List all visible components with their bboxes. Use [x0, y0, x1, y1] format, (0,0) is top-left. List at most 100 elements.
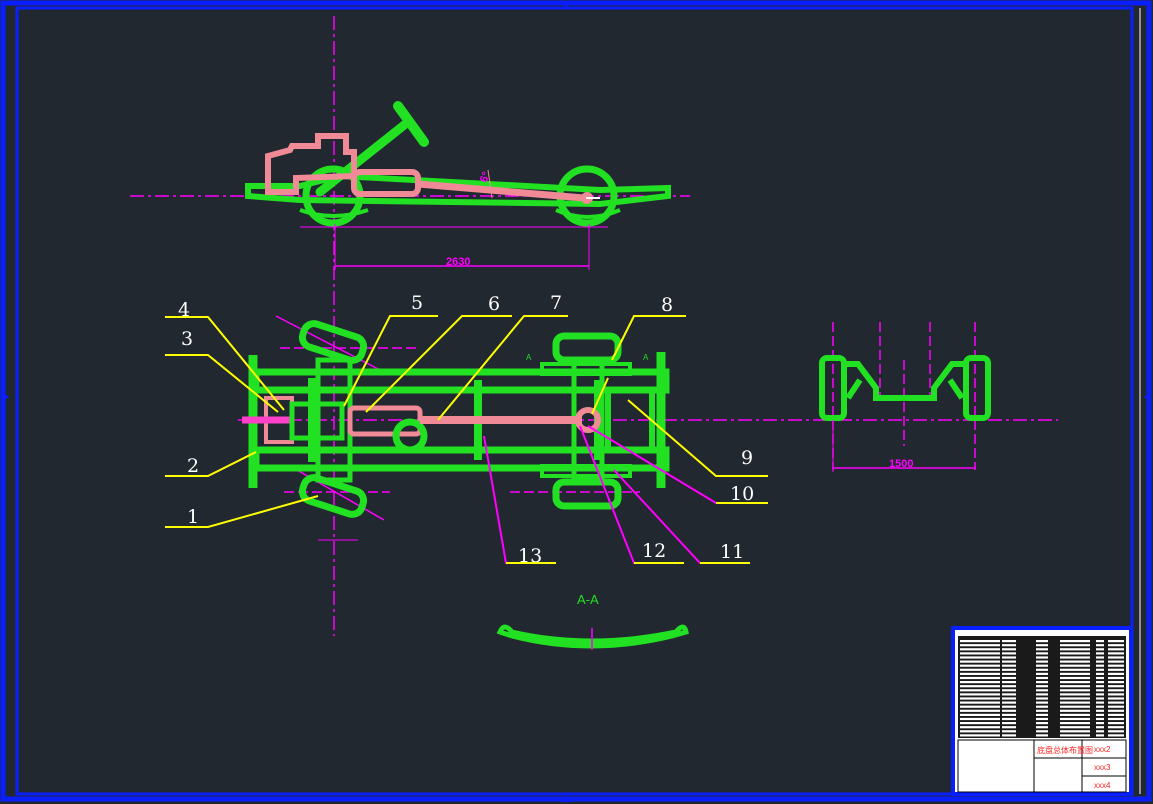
parts-list-cell [1002, 722, 1016, 725]
part-label-4: 4 [178, 299, 190, 321]
parts-list-cell [960, 713, 1000, 716]
parts-list-cell [1096, 722, 1104, 725]
center-mark-right [1144, 392, 1151, 402]
parts-list-cell [1002, 656, 1016, 659]
part-label-3: 3 [181, 328, 193, 350]
wheelbase-dimension: 2630 [446, 256, 470, 268]
parts-list-cell [1060, 713, 1090, 716]
parts-list-cell [1060, 660, 1090, 663]
leader-2 [165, 451, 257, 477]
parts-list-cell [1096, 717, 1104, 721]
parts-list-cell [1060, 648, 1090, 651]
parts-list-cell [1036, 648, 1048, 651]
parts-list-cell [1036, 656, 1048, 659]
front-right-wheel [298, 474, 368, 518]
parts-list-cell [960, 685, 1000, 688]
parts-list-cell [1060, 644, 1090, 647]
parts-list-cell [1096, 713, 1104, 716]
parts-list-cell [960, 726, 1000, 729]
parts-list-rows [960, 640, 1124, 737]
leader-7 [437, 315, 568, 421]
parts-list-cell [1036, 726, 1048, 729]
front-view-left-wheel [819, 355, 847, 421]
rear-spring [555, 208, 621, 219]
parts-list-cell [1108, 722, 1124, 725]
leader-8b [591, 377, 609, 415]
parts-list-cell [1036, 689, 1048, 692]
parts-list-cell [1060, 693, 1090, 696]
parts-list-cell [1060, 717, 1090, 721]
parts-list-cell [1002, 697, 1016, 700]
title-block-code-1: xxx2 [1094, 745, 1111, 754]
parts-list-cell [1108, 648, 1124, 651]
parts-list-cell [1036, 730, 1048, 733]
leader-3 [165, 354, 279, 413]
parts-list-cell [960, 656, 1000, 659]
leader-6 [365, 315, 512, 413]
rear-spring-bottom [540, 464, 632, 478]
steering-wheel [393, 101, 429, 147]
parts-list-cell [1036, 652, 1048, 655]
parts-list-cell [960, 681, 1000, 684]
parts-list-cell [960, 734, 1000, 737]
parts-list-cell [1002, 672, 1016, 675]
parts-list-cell [1002, 640, 1016, 643]
parts-list-cell [1002, 681, 1016, 684]
parts-list-cell [1060, 705, 1090, 708]
parts-list-cell [1060, 734, 1090, 737]
parts-list-cell [1060, 676, 1090, 680]
top-differential [575, 407, 601, 433]
title-block-code-2: xxx3 [1094, 763, 1111, 772]
parts-list-cell [1108, 644, 1124, 647]
parts-list-cell [1036, 709, 1048, 712]
parts-list-cell [1002, 726, 1016, 729]
parts-list-cell [1036, 685, 1048, 688]
parts-list-cell [1108, 652, 1124, 655]
parts-list-cell [1096, 697, 1104, 700]
parts-list-cell [1036, 672, 1048, 675]
parts-list-cell [1060, 656, 1090, 659]
parts-list-cell [960, 648, 1000, 651]
parts-list-cell [1036, 676, 1048, 680]
rear-left-wheel [552, 332, 622, 364]
parts-list-cell [1036, 668, 1048, 671]
parts-list-cell [1002, 664, 1016, 667]
parts-list-cell [1060, 668, 1090, 671]
parts-list-cell [1036, 644, 1048, 647]
parts-list-cell [1002, 693, 1016, 696]
parts-list-cell [1036, 664, 1048, 667]
parts-list-cell [1108, 660, 1124, 663]
top-brake-booster [392, 418, 428, 454]
parts-list-cell [1096, 644, 1104, 647]
title-area [957, 739, 1127, 793]
parts-list-cell [1036, 693, 1048, 696]
leader-4 [165, 316, 285, 411]
parts-list-cell [1096, 672, 1104, 675]
parts-list-cell [1060, 726, 1090, 729]
parts-list-cell [1096, 640, 1104, 643]
parts-list-cell [1036, 713, 1048, 716]
parts-list-cell [1002, 701, 1016, 704]
parts-list-cell [1096, 685, 1104, 688]
leaf-spring [496, 624, 689, 649]
parts-list-cell [1002, 660, 1016, 663]
parts-list-cell [960, 709, 1000, 712]
part-label-1: 1 [187, 506, 199, 528]
side-gearbox [351, 169, 421, 197]
parts-list-cell [1002, 709, 1016, 712]
parts-list-cell [1002, 705, 1016, 708]
parts-list-cell [1108, 726, 1124, 729]
side-propshaft [417, 180, 585, 202]
parts-list-cell [1036, 640, 1048, 643]
parts-list-cell [1108, 713, 1124, 716]
track-dimension: 1500 [889, 458, 913, 470]
parts-list-cell [960, 705, 1000, 708]
parts-list-cell [960, 701, 1000, 704]
parts-list-cell [1108, 689, 1124, 692]
parts-list-cell [1036, 705, 1048, 708]
parts-list-cell [1096, 668, 1104, 671]
parts-list-cell [1096, 689, 1104, 692]
parts-list-cell [960, 668, 1000, 671]
title-block-code-3: xxx4 [1094, 781, 1111, 790]
steer-angle-line-2 [289, 465, 385, 521]
